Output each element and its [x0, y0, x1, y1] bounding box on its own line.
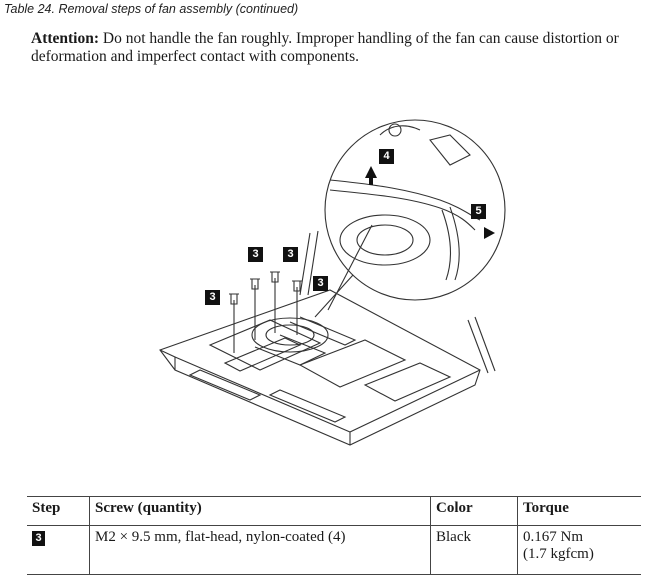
- callout-step-3: 3: [205, 290, 220, 305]
- header-color: Color: [430, 496, 518, 526]
- fan-removal-illustration: 3 3 3 3 4 5: [150, 95, 510, 470]
- callout-step-4: 4: [379, 149, 394, 164]
- table-header-row: Step Screw (quantity) Color Torque: [27, 496, 641, 526]
- color-cell: Black: [430, 525, 518, 575]
- header-torque: Torque: [517, 496, 641, 526]
- torque-cell: 0.167 Nm(1.7 kgfcm): [517, 525, 641, 575]
- callout-step-3: 3: [283, 247, 298, 262]
- table-caption: Table 24. Removal steps of fan assembly …: [4, 2, 299, 16]
- table-row: 3 M2 × 9.5 mm, flat-head, nylon-coated (…: [27, 525, 641, 575]
- screw-cell: M2 × 9.5 mm, flat-head, nylon-coated (4): [89, 525, 431, 575]
- header-screw: Screw (quantity): [89, 496, 431, 526]
- attention-notice: Attention: Do not handle the fan roughly…: [31, 30, 631, 66]
- laptop-fan-diagram: [159, 119, 506, 446]
- attention-label: Attention:: [31, 30, 100, 47]
- torque-nm: 0.167 Nm: [523, 529, 583, 545]
- attention-text: Do not handle the fan roughly. Improper …: [31, 30, 619, 65]
- callout-step-3: 3: [248, 247, 263, 262]
- step-badge: 3: [32, 531, 45, 546]
- screw-spec-table: Step Screw (quantity) Color Torque 3 M2 …: [27, 496, 641, 575]
- header-step: Step: [27, 496, 90, 526]
- torque-kgfcm: (1.7 kgfcm): [523, 546, 594, 562]
- callout-step-5: 5: [471, 204, 486, 219]
- step-cell: 3: [27, 525, 90, 575]
- callout-step-3: 3: [313, 276, 328, 291]
